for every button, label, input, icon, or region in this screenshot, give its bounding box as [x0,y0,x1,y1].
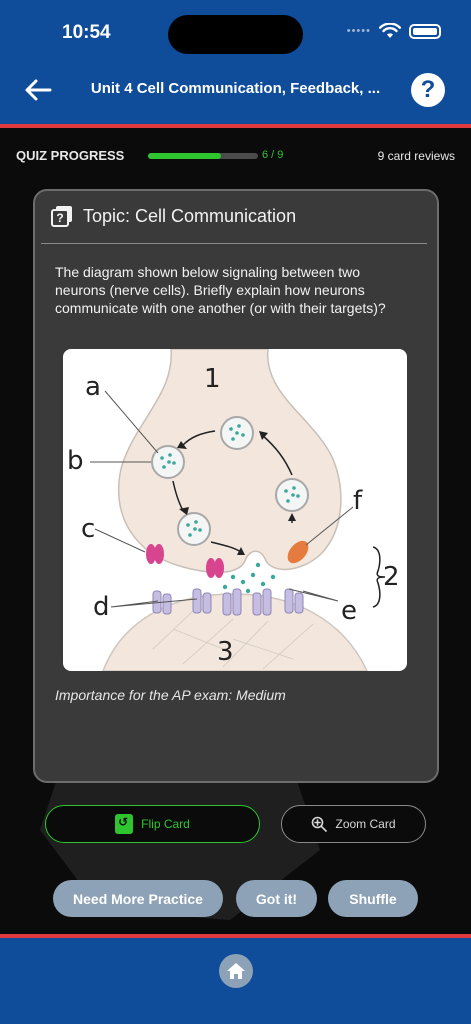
home-icon [227,963,245,979]
diagram-label-f: f [353,486,363,516]
top-bar: 10:54 ••••• Unit 4 Cell Communication, F… [0,0,471,124]
flip-icon [115,814,134,834]
svg-text:?: ? [56,211,63,225]
diagram-label-c: c [81,514,95,544]
diagram-label-3: 3 [217,637,234,667]
header-divider [0,124,471,128]
card-header: ? Topic: Cell Communication [51,205,421,227]
help-button[interactable]: ? [411,73,445,107]
nav-title: Unit 4 Cell Communication, Feedback, ... [90,80,381,97]
status-icons: ••••• [347,23,441,39]
footer-divider [0,934,471,938]
diagram-label-d: d [93,592,110,622]
exam-importance: Importance for the AP exam: Medium [55,687,286,703]
flip-card-label: Flip Card [141,817,190,831]
dynamic-island [168,15,303,54]
shuffle-button[interactable]: Shuffle [328,880,418,917]
quiz-progress-bar [148,153,258,159]
quiz-progress-fill [148,153,222,159]
quiz-progress-label: QUIZ PROGRESS [16,148,125,163]
diagram-label-a: a [85,372,101,402]
flip-card-button[interactable]: Flip Card [45,805,260,843]
card-divider [41,243,427,244]
diagram-label-1: 1 [204,364,221,394]
status-time: 10:54 [62,22,111,43]
diagram-label-b: b [67,446,84,476]
card-question: The diagram shown below signaling betwee… [55,264,386,316]
flashcard: ? Topic: Cell Communication The diagram … [33,189,439,783]
card-topic: Topic: Cell Communication [83,205,297,226]
battery-icon [409,23,441,39]
home-button[interactable] [219,954,253,988]
quiz-progress-count: 6 / 9 [262,149,284,161]
diagram-label-e: e [341,596,357,626]
synapse-diagram[interactable]: a b c d e f 1 2 3 [63,349,407,671]
diagram-label-2: 2 [383,562,400,592]
zoom-card-label: Zoom Card [335,817,396,831]
need-more-practice-button[interactable]: Need More Practice [53,880,223,917]
question-card-icon: ? [51,206,72,227]
signal-dots: ••••• [346,25,371,37]
zoom-icon [312,816,328,832]
back-arrow-icon[interactable] [22,74,54,106]
zoom-card-button[interactable]: Zoom Card [281,805,426,843]
wifi-icon [379,23,401,38]
got-it-button[interactable]: Got it! [236,880,317,917]
card-reviews-count: 9 card reviews [377,149,455,163]
